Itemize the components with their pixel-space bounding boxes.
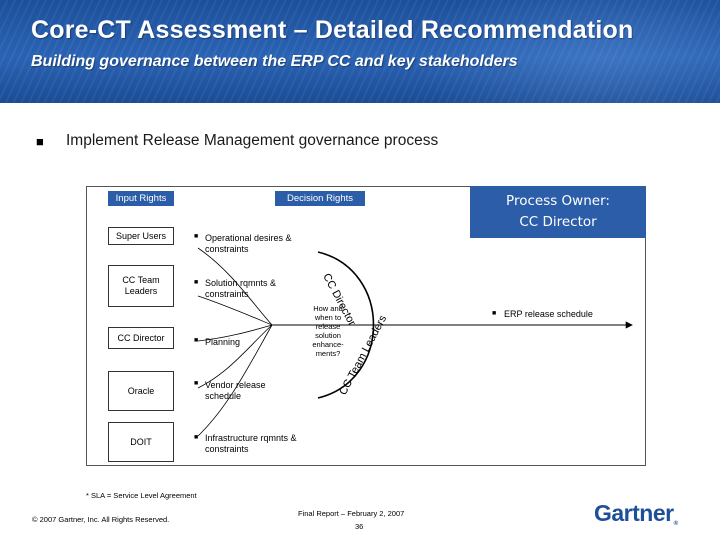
connector-super-users [197,247,273,326]
input-oracle: Vendor release schedule [205,380,266,401]
input-doit: Infrastructure rqmnts & constraints [205,433,297,454]
process-owner-label: Process Owner: [506,193,610,209]
page-number: 36 [355,522,364,531]
slide-title: Core-CT Assessment – Detailed Recommenda… [31,16,634,44]
bullet-marker: ■ [194,337,199,344]
gartner-wordmark: Gartner [594,500,674,526]
report-date: Final Report – February 2, 2007 [298,509,405,518]
process-owner-box: Process Owner: CC Director [470,186,646,238]
input-cc-director: Planning [205,337,241,347]
slide-subtitle: Building governance between the ERP CC a… [31,53,518,70]
output-erp-release-schedule: ERP release schedule [504,309,593,319]
input-cc-team-leaders: Solution rqmnts & constraints [205,278,277,299]
stakeholder-cc-director: CC Director [108,327,174,349]
decision-question: How and when to release solution enhance… [312,304,344,358]
decision-rights-tag: Decision Rights [275,191,365,206]
input-rights-tag: Input Rights [108,191,174,206]
bullet-marker: ■ [194,233,199,240]
main-bullet-text: Implement Release Management governance … [66,132,439,149]
copyright: © 2007 Gartner, Inc. All Rights Reserved… [32,515,170,524]
input-super-users: Operational desires & constraints [205,233,292,254]
process-owner-role: CC Director [519,214,597,230]
stakeholder-oracle: Oracle [108,371,174,411]
stakeholder-doit: DOIT [108,422,174,462]
bullet-marker: ■ [194,434,199,441]
bullet-marker: ■ [194,380,199,387]
sla-footnote: * SLA = Service Level Agreement [86,491,197,500]
connector-cc-director [197,324,273,342]
bullet-marker: ■ [492,310,497,317]
connector-oracle [197,324,273,389]
header-banner: Core-CT Assessment – Detailed Recommenda… [0,0,720,103]
connector-doit [197,324,273,437]
bullet-marker: ■ [36,134,44,149]
bullet-marker: ■ [194,279,199,286]
registered-mark: ® [673,521,678,527]
connector-cc-team-leaders [197,295,273,326]
gartner-logo: Gartner® [594,500,678,527]
stakeholder-super-users: Super Users [108,227,174,245]
stakeholder-cc-team-leaders: CC Team Leaders [108,265,174,307]
